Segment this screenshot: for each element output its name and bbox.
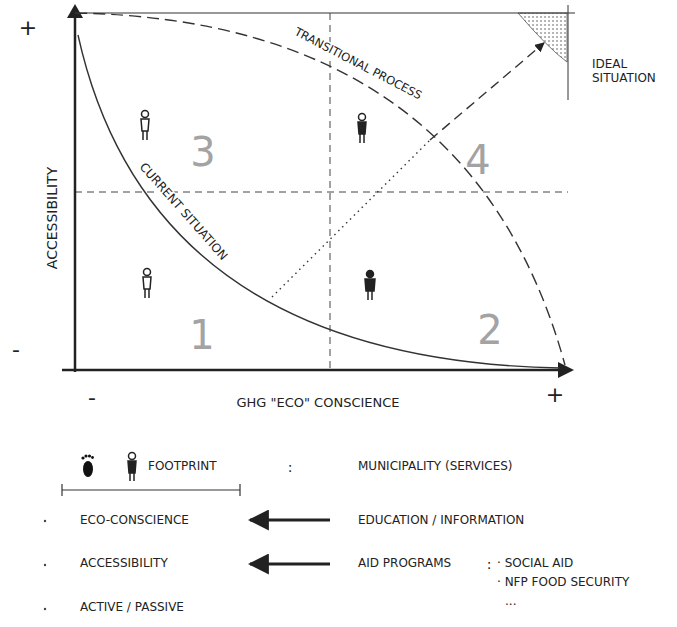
x-axis — [62, 369, 565, 372]
axis-title: GHG "ECO" CONSCIENCE — [236, 396, 399, 411]
curve-label: CURRENT SITUATION — [135, 159, 231, 265]
bracket — [62, 484, 240, 496]
person-figure — [358, 114, 366, 144]
note-text: FOOTPRINT — [148, 460, 217, 474]
quadrant-number: 3 — [190, 132, 215, 172]
axis-sign: - — [88, 387, 96, 409]
dotted-path — [272, 140, 430, 297]
note-text: MUNICIPALITY (SERVICES) — [358, 460, 513, 474]
bullet-dots — [44, 520, 46, 610]
note-text: AID PROGRAMS — [358, 557, 451, 571]
axis-sign: + — [546, 384, 564, 406]
dashed-arrow-to-ideal — [430, 43, 544, 140]
person-figure — [141, 111, 149, 141]
note-text: ACCESSIBILITY — [80, 557, 168, 571]
y-axis-arrowhead — [67, 4, 83, 18]
note-text: ECO-CONSCIENCE — [80, 514, 189, 528]
quadrant-number: 2 — [477, 310, 502, 350]
person-figure — [143, 269, 151, 299]
list-item: · NFP FOOD SECURITY — [497, 576, 629, 590]
ideal-label: IDEAL SITUATION — [592, 58, 656, 86]
footprint-icon — [81, 454, 94, 477]
x-axis-arrowhead — [558, 362, 574, 378]
relation-arrow — [250, 519, 330, 522]
relation-arrow — [250, 563, 330, 566]
y-axis — [74, 10, 77, 372]
quadrant-number: 1 — [189, 315, 214, 355]
axis-sign: + — [19, 17, 37, 39]
horizontal-divider — [75, 192, 568, 193]
person-figure — [365, 271, 375, 301]
list-item: · SOCIAL AID — [497, 557, 573, 571]
person-figure — [128, 453, 136, 482]
current-situation-curve — [78, 35, 560, 368]
quadrant-number: 4 — [465, 140, 490, 180]
right-frame-line — [568, 5, 569, 100]
separator: : — [288, 459, 293, 475]
curve-label: TRANSITIONAL PROCESS — [290, 25, 425, 104]
list-item: ... — [505, 595, 516, 609]
axis-sign: - — [12, 339, 20, 361]
separator: : — [487, 556, 492, 572]
axis-title: ACCESSIBILITY — [44, 167, 60, 269]
note-text: ACTIVE / PASSIVE — [80, 601, 184, 615]
transitional-process-curve — [75, 13, 565, 365]
note-text: EDUCATION / INFORMATION — [358, 514, 524, 528]
ideal-region — [518, 13, 567, 62]
top-frame-line — [75, 12, 575, 13]
